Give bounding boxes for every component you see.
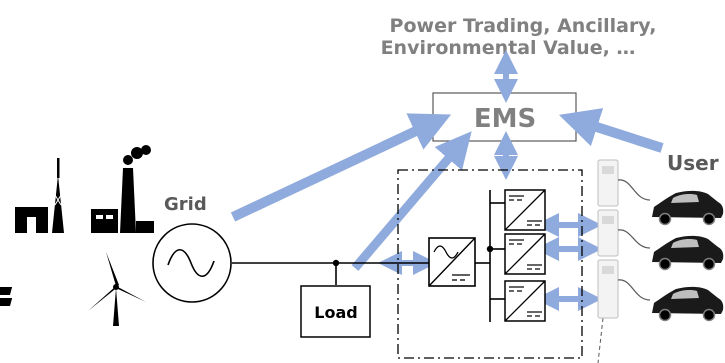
load-junction-dot: [332, 259, 340, 267]
load-box: [300, 285, 371, 338]
user-label: User: [667, 151, 719, 175]
services-label-line2: Environmental Value, …: [381, 37, 636, 59]
dc-dc-converter-icon: [504, 233, 546, 275]
electric-car-icon: [652, 235, 724, 271]
electric-car-icon: [652, 286, 724, 322]
ev-charger-icon: [597, 159, 651, 207]
grid-label: Grid: [164, 194, 207, 215]
load-ems-arrow: [351, 131, 472, 271]
ac-source-icon: [152, 223, 232, 303]
ems-label: EMS: [474, 104, 536, 134]
load-label: Load: [314, 303, 357, 322]
factory-icon: [15, 158, 64, 233]
wind-turbine-icon: [88, 252, 146, 326]
user-ems-arrow: [558, 108, 664, 153]
electric-car-icon: [652, 190, 724, 226]
bus-junction-dot: [486, 245, 494, 253]
smokestack-factory-icon: [91, 145, 154, 233]
charger-link-line: [597, 317, 604, 363]
ev-charger-icon: [597, 209, 651, 257]
converter-enclosure: [397, 169, 583, 359]
services-label-line1: Power Trading, Ancillary,: [390, 15, 657, 37]
wiring: [232, 190, 505, 322]
ac-dc-converter-icon: [428, 237, 476, 287]
dc-dc-converter-icon: [504, 280, 546, 322]
grid-ems-arrow: [230, 113, 452, 222]
ev-charger-icon: [597, 259, 651, 319]
dc-dc-converter-icon: [504, 189, 546, 231]
solar-panel-icon: [0, 287, 13, 306]
